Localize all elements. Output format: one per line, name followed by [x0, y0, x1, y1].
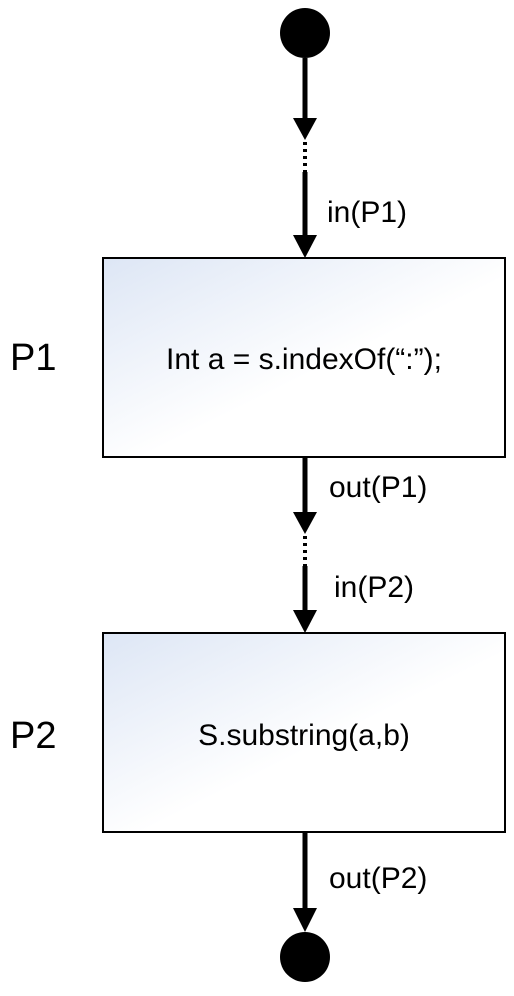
- process-label-p1: P1: [10, 337, 56, 379]
- edge-label-in-p1: in(P1): [327, 196, 407, 229]
- edge-label-out-p2: out(P2): [329, 862, 427, 895]
- process-label-p2: P2: [10, 715, 56, 757]
- arrowhead: [293, 908, 317, 932]
- arrowhead: [293, 512, 317, 534]
- start-node: [280, 8, 330, 58]
- edge-start-to-p1: [293, 58, 317, 258]
- edge-p2-to-end: [293, 832, 317, 932]
- edge-label-out-p1: out(P1): [329, 471, 427, 504]
- arrowhead: [293, 235, 317, 258]
- edge-p1-to-p2: [293, 457, 317, 633]
- process-box-p1: [102, 257, 506, 458]
- edge-label-in-p2: in(P2): [334, 571, 414, 604]
- end-node: [280, 932, 330, 982]
- process-box-p2: [102, 632, 506, 833]
- arrowhead: [293, 118, 317, 140]
- arrowhead: [293, 610, 317, 633]
- process-code-p2: S.substring(a,b): [198, 719, 410, 752]
- process-code-p1: Int a = s.indexOf(“:”);: [166, 343, 442, 376]
